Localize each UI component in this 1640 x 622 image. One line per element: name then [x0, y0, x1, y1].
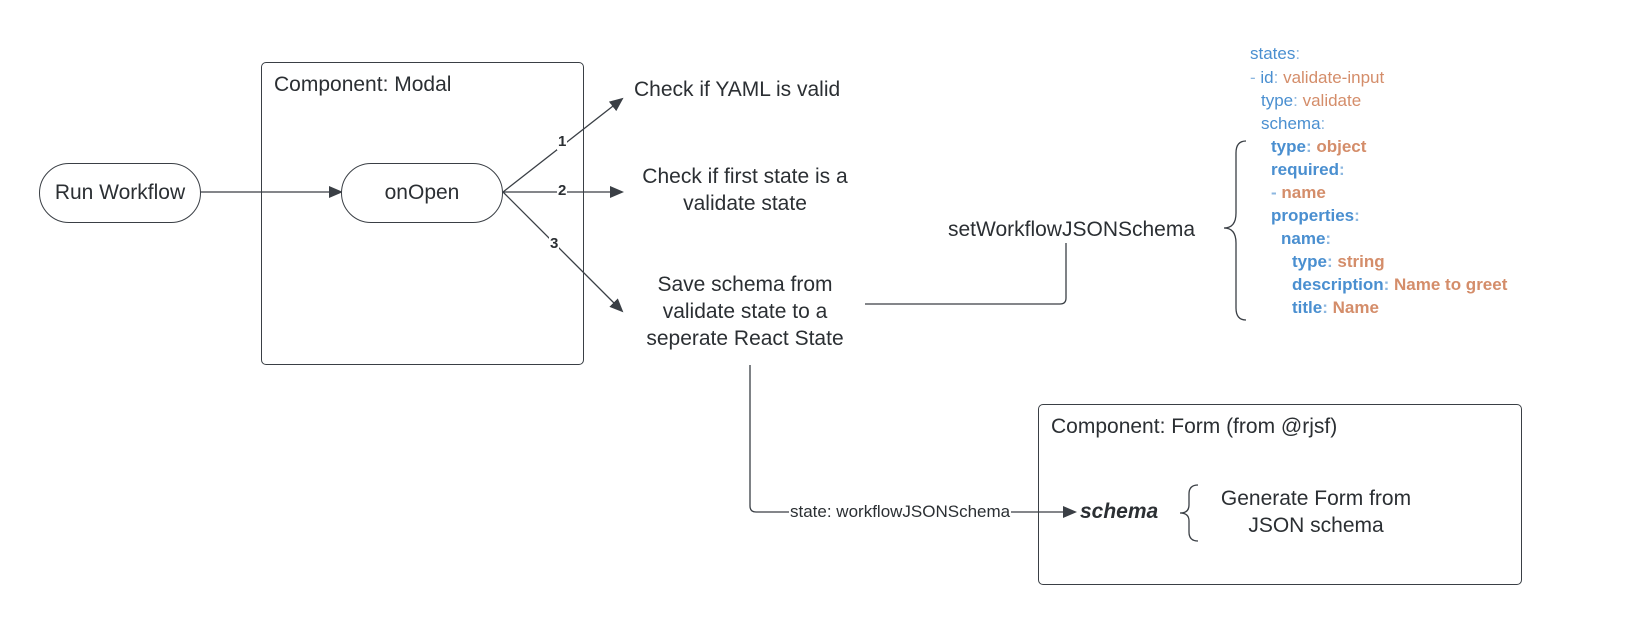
modal-component-title: Component: Modal: [274, 73, 452, 96]
edge-onopen-to-save-schema: [502, 191, 624, 313]
step-3-label: 3: [549, 235, 560, 252]
save-schema-line-1: Save schema from: [657, 273, 833, 296]
check-yaml-text: Check if YAML is valid: [634, 78, 841, 101]
yaml-line-type-validate: type: validate: [1261, 91, 1362, 110]
generate-form-line-2: JSON schema: [1248, 514, 1384, 537]
set-workflow-schema-fn: setWorkflowJSONSchema: [948, 218, 1196, 241]
check-first-state-line-2: validate state: [683, 192, 807, 215]
yaml-line-description: description: Name to greet: [1292, 275, 1508, 294]
save-schema-line-2: validate state to a: [662, 300, 828, 323]
onopen-node: onOpen: [341, 163, 503, 223]
step-1-label: 1: [557, 133, 568, 150]
step-2-label: 2: [557, 182, 568, 199]
yaml-line-properties: properties:: [1271, 206, 1360, 225]
check-first-state-line-1: Check if first state is a: [642, 165, 848, 188]
run-workflow-node: Run Workflow: [39, 163, 201, 223]
yaml-schema-brace: [1223, 140, 1247, 321]
yaml-line-type-object: type: object: [1271, 137, 1367, 156]
save-schema-line-3: seperate React State: [646, 327, 844, 350]
yaml-line-required-name: - name: [1271, 183, 1326, 202]
yaml-line-name: name:: [1281, 229, 1332, 248]
form-schema-prop: schema: [1080, 500, 1159, 523]
yaml-line-title: title: Name: [1292, 298, 1379, 317]
generate-form-text: Generate Form from JSON schema: [1206, 485, 1426, 539]
state-edge-label: state: workflowJSONSchema: [789, 502, 1012, 522]
yaml-line-type-string: type: string: [1292, 252, 1385, 271]
edge-save-to-form-schema: [749, 365, 1077, 518]
form-component-box: Component: Form (from @rjsf): [1038, 404, 1522, 585]
form-brace: [1179, 484, 1199, 542]
generate-form-line-1: Generate Form from: [1220, 487, 1412, 510]
form-component-title: Component: Form (from @rjsf): [1051, 415, 1338, 438]
save-schema-text: Save schema from validate state to a sep…: [634, 271, 856, 352]
edge-save-to-set-schema: [865, 243, 1067, 305]
modal-component-box: Component: Modal: [261, 62, 584, 365]
yaml-line-states: states:: [1250, 44, 1301, 63]
yaml-line-schema: schema:: [1261, 114, 1326, 133]
yaml-line-id: - id: validate-input: [1250, 68, 1385, 87]
check-first-state-text: Check if first state is a validate state: [634, 163, 856, 217]
yaml-line-required: required:: [1271, 160, 1345, 179]
